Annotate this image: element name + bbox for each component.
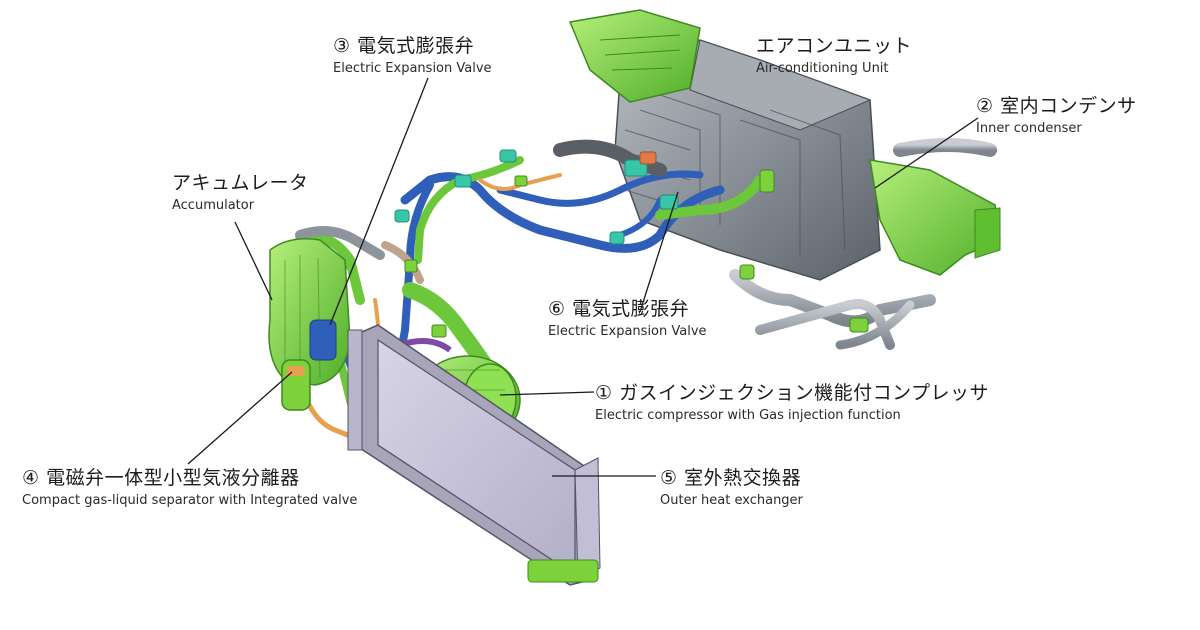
- label-expansion-valve-6: ⑥ 電気式膨張弁 Electric Expansion Valve: [548, 297, 707, 341]
- label-inner-condenser: ② 室内コンデンサ Inner condenser: [976, 94, 1137, 138]
- label-compressor-en: Electric compressor with Gas injection f…: [595, 408, 901, 423]
- label-ac-unit-en: Air-conditioning Unit: [756, 61, 889, 76]
- label-accumulator-en: Accumulator: [172, 198, 255, 213]
- label-compressor: ① ガスインジェクション機能付コンプレッサ Electric compresso…: [595, 381, 989, 425]
- label-ac-unit: エアコンユニット Air-conditioning Unit: [756, 34, 912, 78]
- label-expansion-valve-3: ③ 電気式膨張弁 Electric Expansion Valve: [333, 34, 492, 78]
- label-ac-unit-jp: エアコンユニット: [756, 35, 913, 57]
- label-separator-en: Compact gas-liquid separator with Integr…: [22, 493, 358, 508]
- accumulator-assembly: [268, 238, 351, 386]
- label-inner-condenser-jp: ② 室内コンデンサ: [976, 95, 1137, 117]
- right-gray-pipes: [729, 138, 997, 350]
- label-separator: ④ 電磁弁一体型小型気液分離器 Compact gas-liquid separ…: [22, 466, 357, 510]
- label-outer-heat-exchanger: ⑤ 室外熱交換器 Outer heat exchanger: [660, 466, 803, 510]
- label-outer-heat-exchanger-en: Outer heat exchanger: [660, 493, 803, 508]
- label-inner-condenser-en: Inner condenser: [976, 121, 1082, 136]
- label-accumulator: アキュムレータ Accumulator: [172, 171, 309, 215]
- leader-lines: [187, 77, 979, 477]
- label-accumulator-jp: アキュムレータ: [172, 172, 309, 194]
- air-conditioning-unit: [568, 9, 881, 281]
- label-separator-jp: ④ 電磁弁一体型小型気液分離器: [22, 467, 300, 489]
- outer-heat-exchanger-panel: [347, 324, 601, 586]
- label-expansion-valve-6-en: Electric Expansion Valve: [548, 324, 707, 339]
- label-outer-heat-exchanger-jp: ⑤ 室外熱交換器: [660, 467, 802, 489]
- inner-condenser-duct: [869, 159, 1001, 276]
- gas-liquid-separator: [281, 359, 311, 411]
- label-expansion-valve-3-en: Electric Expansion Valve: [333, 61, 492, 76]
- label-compressor-jp: ① ガスインジェクション機能付コンプレッサ: [595, 382, 990, 404]
- label-expansion-valve-6-jp: ⑥ 電気式膨張弁: [548, 298, 690, 320]
- pipe-clips: [404, 169, 869, 338]
- label-expansion-valve-3-jp: ③ 電気式膨張弁: [333, 35, 475, 57]
